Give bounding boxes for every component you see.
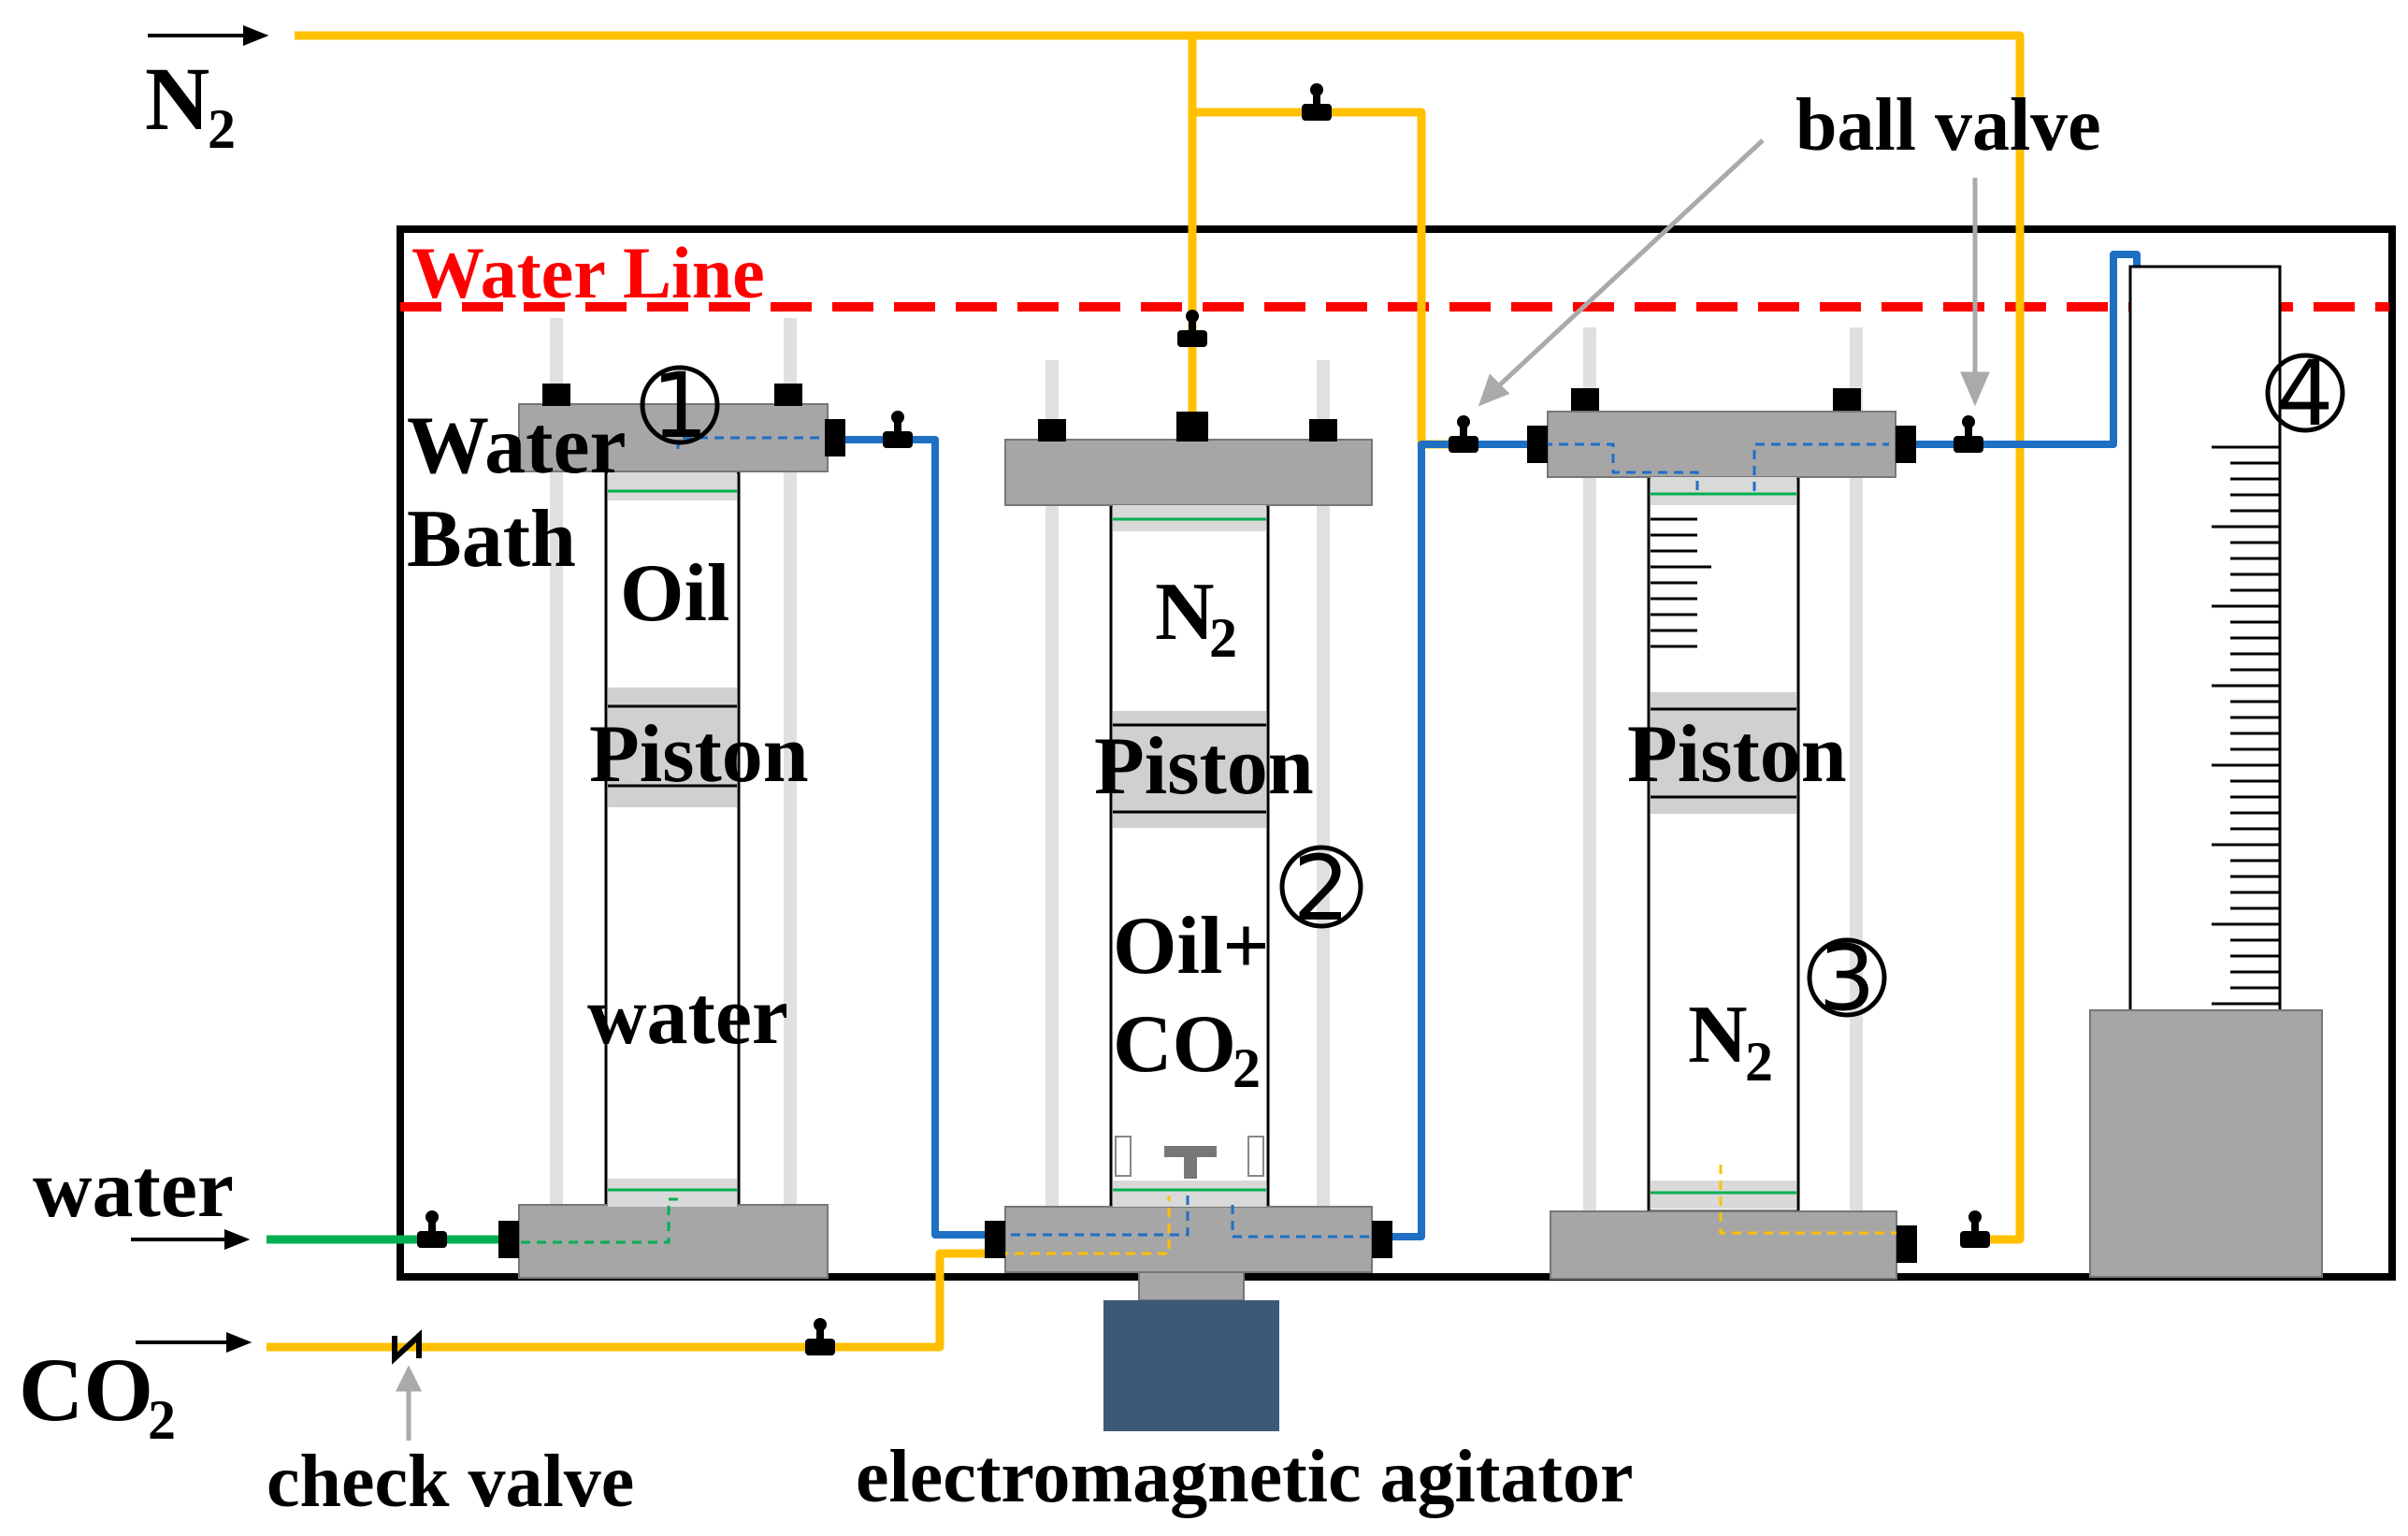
graduated-cylinder — [2089, 265, 2323, 1278]
ball-valve-icon[interactable] — [1449, 415, 1478, 453]
co2-inlet-label: CO — [19, 1340, 153, 1440]
vessel-1-piston-label: Piston — [589, 709, 809, 800]
ball-valve-icon[interactable] — [1954, 415, 1983, 453]
vessel-3-bottom-sub: 2 — [1745, 1031, 1773, 1093]
agitator-label: electromagnetic agitator — [856, 1436, 1633, 1518]
water-bath-label-2: Bath — [407, 494, 576, 585]
vessel-3-scale — [1651, 517, 1711, 648]
ball-valve-icon[interactable] — [805, 1318, 835, 1355]
inlet-arrows — [131, 25, 269, 1353]
ball-valve-icon[interactable] — [883, 411, 913, 448]
marker-3-circle — [1807, 937, 1887, 1018]
pointer-arrows — [395, 138, 1990, 1441]
vessel-1-top-cap — [518, 403, 829, 472]
ball-valve-icon[interactable] — [1302, 83, 1332, 121]
ball-valve-label: ball valve — [1795, 84, 2101, 167]
co2-supply-line — [267, 1249, 999, 1352]
vessel-3-bottom-cap — [1550, 1210, 1897, 1280]
agitator-shaft — [1138, 1271, 1245, 1301]
vessel-2-body — [1109, 503, 1270, 1210]
marker-3-number: 3 — [1818, 926, 1875, 1031]
water-line-label: Water Line — [411, 232, 765, 313]
vessel-2-piston-label: Piston — [1094, 721, 1314, 812]
marker-2-number: 2 — [1292, 836, 1349, 941]
vessel-3-body — [1647, 475, 1800, 1213]
ball-valve-icon[interactable] — [417, 1210, 447, 1248]
marker-1-circle — [640, 365, 720, 445]
vessel-3: Piston N 2 — [1527, 388, 1917, 1280]
cylinder-scale — [2212, 445, 2280, 1006]
vessel-2-piston — [1113, 711, 1266, 828]
vessel-3-bottom-label: N — [1688, 990, 1748, 1080]
vessel-2-bottom-label-2-sub: 2 — [1233, 1037, 1261, 1099]
vessel-1: Oil Piston water — [498, 384, 845, 1279]
vessel-2-bottom-label-2: CO — [1113, 999, 1236, 1090]
n2-inlet-label: N — [145, 49, 209, 149]
co2-inlet-sub: 2 — [148, 1389, 176, 1451]
marker-4-number: 4 — [2276, 341, 2333, 446]
vessel-2-top-label: N — [1155, 567, 1215, 658]
water-inlet-label: water — [33, 1144, 234, 1235]
water-bath-tank — [397, 225, 2396, 1281]
vessel-2-top-cap — [1004, 439, 1373, 506]
vessel-3-piston — [1651, 692, 1796, 814]
water-bath-label-1: Water — [407, 400, 627, 491]
valve-symbols — [417, 83, 1990, 1355]
marker-2-circle — [1279, 845, 1363, 929]
ball-valve-icon[interactable] — [1960, 1210, 1990, 1248]
ball-valve-icon[interactable] — [1177, 310, 1207, 347]
cylinder-tube — [2128, 265, 2282, 1017]
vessel-2-top-sub: 2 — [1209, 607, 1237, 669]
vessel-2-bottom-label-1: Oil+ — [1113, 901, 1270, 992]
electromagnetic-agitator — [1103, 1300, 1279, 1431]
marker-1-number: 1 — [651, 354, 708, 458]
vessel-3-piston-label: Piston — [1627, 709, 1847, 800]
vessel-1-bottom-cap — [518, 1204, 829, 1279]
n2-inlet-sub: 2 — [208, 98, 236, 160]
marker-4-circle — [2265, 353, 2345, 433]
vessel-1-top-label: Oil — [620, 548, 729, 639]
check-valve-label: check valve — [267, 1441, 634, 1523]
vessel-2: N 2 Piston Oil+ CO 2 — [985, 412, 1392, 1273]
vessel-1-bottom-label: water — [587, 971, 788, 1062]
cylinder-base — [2089, 1009, 2323, 1278]
check-valve-symbol — [392, 1329, 422, 1365]
